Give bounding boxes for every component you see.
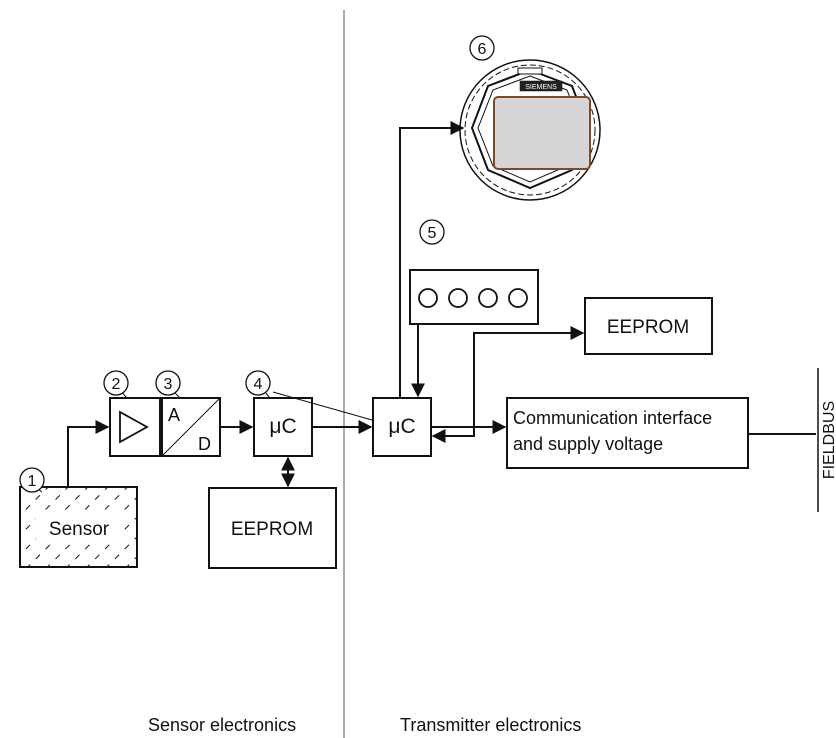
- display-device: SIEMENS: [459, 59, 601, 201]
- button-circle-2: [448, 288, 468, 308]
- buttons-block: [409, 269, 539, 325]
- eeprom-sensor-label: EEPROM: [231, 519, 313, 540]
- comm-line1: Communication interface: [513, 408, 712, 428]
- fieldbus: FIELDBUS: [817, 368, 836, 512]
- mc-sensor-label: μC: [269, 415, 296, 438]
- svg-text:2: 2: [112, 376, 121, 393]
- button-circle-1: [418, 288, 438, 308]
- callout-6: 6: [469, 35, 495, 61]
- callout-3: 3: [155, 370, 181, 396]
- communication-interface-block: Communication interface and supply volta…: [506, 397, 749, 469]
- sensor-microcontroller: μC: [253, 397, 313, 457]
- sensor-block: Sensor: [19, 486, 138, 568]
- eeprom-transmitter-label: EEPROM: [607, 317, 689, 338]
- transmitter-electronics-label: Transmitter electronics: [400, 715, 581, 735]
- sensor-label: Sensor: [49, 519, 110, 540]
- svg-text:4: 4: [254, 376, 263, 393]
- callout-2: 2: [103, 370, 129, 396]
- comm-line2: and supply voltage: [513, 434, 663, 454]
- display-screen: [493, 96, 591, 170]
- transmitter-microcontroller: μC: [372, 397, 432, 457]
- adc-a-label: A: [168, 405, 180, 425]
- mc-transmitter-label: μC: [388, 415, 415, 438]
- callout-5: 5: [419, 219, 445, 245]
- callout-4: 4: [245, 370, 271, 396]
- display-brand: SIEMENS: [525, 84, 557, 91]
- amplifier-block: [109, 397, 161, 457]
- sensor-electronics-label: Sensor electronics: [148, 715, 296, 735]
- adc-block: A D: [161, 397, 221, 457]
- svg-text:6: 6: [478, 41, 487, 58]
- button-circle-4: [508, 288, 528, 308]
- callout-1: 1: [19, 467, 45, 493]
- svg-text:1: 1: [28, 473, 37, 490]
- connection-lines: [33, 121, 816, 493]
- sensor-eeprom: EEPROM: [208, 487, 337, 569]
- transmitter-eeprom: EEPROM: [584, 297, 713, 355]
- button-circle-3: [478, 288, 498, 308]
- amplifier-triangle-icon: [119, 410, 149, 444]
- svg-text:3: 3: [164, 376, 173, 393]
- fieldbus-label: FIELDBUS: [821, 401, 836, 479]
- adc-d-label: D: [198, 434, 211, 454]
- svg-text:5: 5: [428, 225, 437, 242]
